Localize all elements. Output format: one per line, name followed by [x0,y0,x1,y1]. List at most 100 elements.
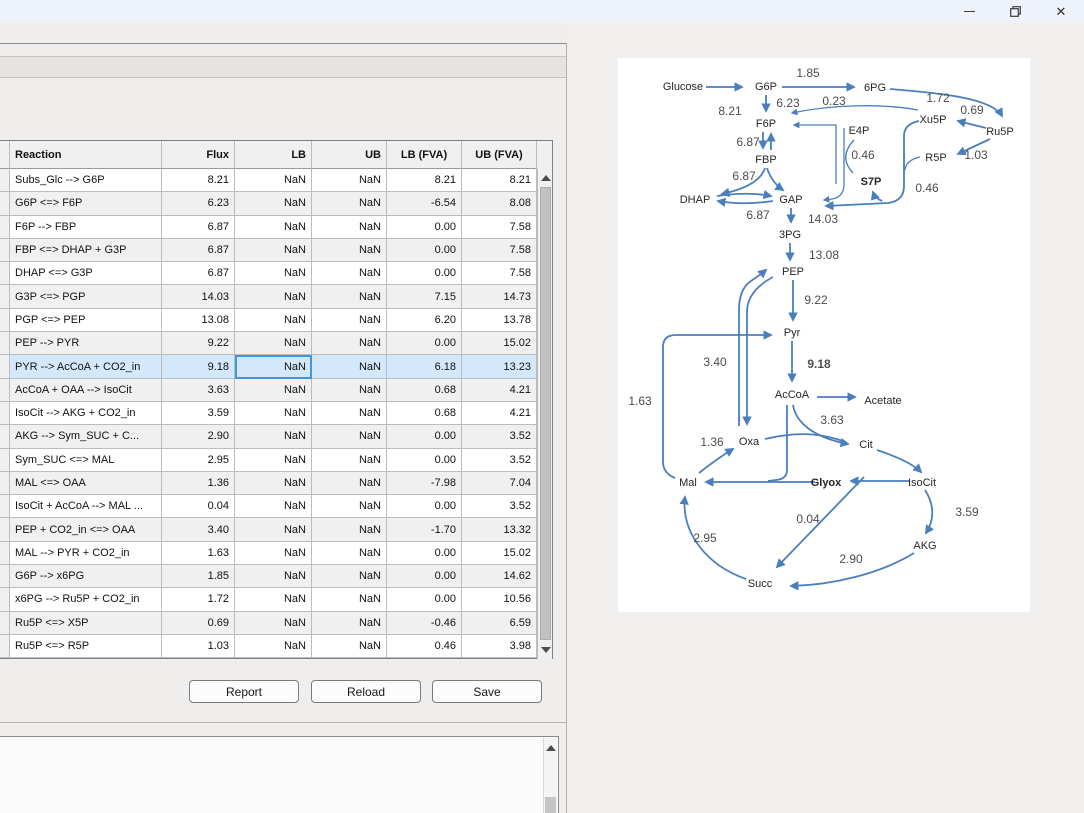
column-header-lb-fva-[interactable]: LB (FVA) [387,141,462,169]
table-cell[interactable]: PEP + CO2_in <=> OAA [10,518,162,542]
table-cell[interactable]: 0.68 [387,401,462,426]
table-cell[interactable]: 4.21 [462,401,537,426]
table-cell[interactable]: x6PG --> Ru5P + CO2_in [10,588,162,612]
table-cell[interactable]: NaN [312,634,387,659]
table-cell[interactable]: 0.00 [387,588,462,612]
table-cell[interactable]: 0.69 [162,611,235,635]
table-cell[interactable]: 1.36 [162,471,235,496]
table-cell[interactable]: NaN [235,425,312,449]
table-cell[interactable]: 14.73 [462,285,537,309]
table-cell[interactable]: 1.85 [162,565,235,589]
table-cell[interactable]: PGP <=> PEP [10,308,162,333]
table-cell[interactable]: G3P <=> PGP [10,285,162,309]
table-cell[interactable]: 8.08 [462,192,537,216]
table-cell[interactable]: 6.59 [462,611,537,635]
table-cell[interactable]: NaN [235,285,312,309]
table-cell[interactable]: 6.18 [387,355,462,379]
table-cell[interactable]: MAL --> PYR + CO2_in [10,541,162,566]
reload-button[interactable]: Reload [311,680,421,703]
table-cell[interactable]: 13.08 [162,308,235,333]
minimize-button[interactable] [946,0,992,23]
save-button[interactable]: Save [432,680,542,703]
table-cell[interactable]: -1.70 [387,518,462,542]
table-cell[interactable]: NaN [235,471,312,496]
table-cell[interactable]: 8.21 [162,169,235,193]
table-cell[interactable]: NaN [235,634,312,659]
table-cell[interactable]: 3.63 [162,378,235,402]
restore-button[interactable] [992,0,1038,23]
table-cell[interactable]: NaN [235,401,312,426]
table-cell[interactable]: Sym_SUC <=> MAL [10,448,162,472]
table-cell[interactable]: IsoCit + AcCoA --> MAL ... [10,495,162,519]
table-cell[interactable]: 9.22 [162,332,235,356]
table-cell[interactable]: MAL <=> OAA [10,471,162,496]
table-cell[interactable]: 0.00 [387,448,462,472]
table-cell[interactable]: AcCoA + OAA --> IsoCit [10,378,162,402]
table-cell[interactable]: NaN [235,588,312,612]
table-cell[interactable]: NaN [235,192,312,216]
table-cell[interactable]: NaN [312,471,387,496]
table-cell[interactable]: 6.87 [162,262,235,286]
table-cell[interactable]: 7.15 [387,285,462,309]
table-cell[interactable]: NaN [312,588,387,612]
table-cell[interactable]: G6P --> x6PG [10,565,162,589]
table-cell[interactable]: PEP --> PYR [10,332,162,356]
table-cell[interactable]: 0.00 [387,262,462,286]
column-header-flux[interactable]: Flux [162,141,235,169]
table-cell[interactable]: NaN [312,541,387,566]
scroll-up-icon[interactable] [541,175,551,181]
table-cell[interactable]: IsoCit --> AKG + CO2_in [10,401,162,426]
table-cell[interactable]: 3.52 [462,495,537,519]
table-cell[interactable]: 6.23 [162,192,235,216]
table-cell[interactable]: 10.56 [462,588,537,612]
table-cell[interactable]: 14.62 [462,565,537,589]
table-cell[interactable]: NaN [235,332,312,356]
table-cell[interactable]: 13.23 [462,355,537,379]
table-cell[interactable]: NaN [235,541,312,566]
table-cell[interactable]: 4.21 [462,378,537,402]
table-cell[interactable]: 0.68 [387,378,462,402]
table-cell[interactable]: 0.46 [387,634,462,659]
table-cell[interactable]: F6P --> FBP [10,215,162,239]
table-cell[interactable]: 3.59 [162,401,235,426]
scrollbar-thumb[interactable] [540,187,551,640]
table-cell[interactable]: 8.21 [462,169,537,193]
table-cell[interactable]: 7.58 [462,262,537,286]
table-cell[interactable]: NaN [312,308,387,333]
column-header-reaction[interactable]: Reaction [10,141,162,169]
table-cell[interactable]: NaN [235,262,312,286]
table-cell[interactable]: 6.87 [162,215,235,239]
table-cell[interactable]: 7.58 [462,215,537,239]
table-cell[interactable]: -6.54 [387,192,462,216]
table-cell[interactable]: NaN [312,448,387,472]
table-cell[interactable]: Ru5P <=> X5P [10,611,162,635]
panel-divider[interactable] [566,43,567,813]
table-cell[interactable]: NaN [312,425,387,449]
table-cell[interactable]: 2.90 [162,425,235,449]
table-cell[interactable]: Subs_Glc --> G6P [10,169,162,193]
table-cell[interactable]: 3.98 [462,634,537,659]
table-cell[interactable]: DHAP <=> G3P [10,262,162,286]
table-cell[interactable]: PYR --> AcCoA + CO2_in [10,355,162,379]
table-cell[interactable]: G6P <=> F6P [10,192,162,216]
table-cell[interactable]: 6.87 [162,238,235,263]
table-cell[interactable]: NaN [235,238,312,263]
table-cell[interactable]: 9.18 [162,355,235,379]
table-cell[interactable]: 0.00 [387,425,462,449]
table-cell[interactable]: 1.63 [162,541,235,566]
table-cell[interactable]: 13.78 [462,308,537,333]
table-cell[interactable]: NaN [235,169,312,193]
table-cell[interactable]: NaN [312,215,387,239]
column-header-ub[interactable]: UB [312,141,387,169]
table-cell[interactable]: 15.02 [462,541,537,566]
